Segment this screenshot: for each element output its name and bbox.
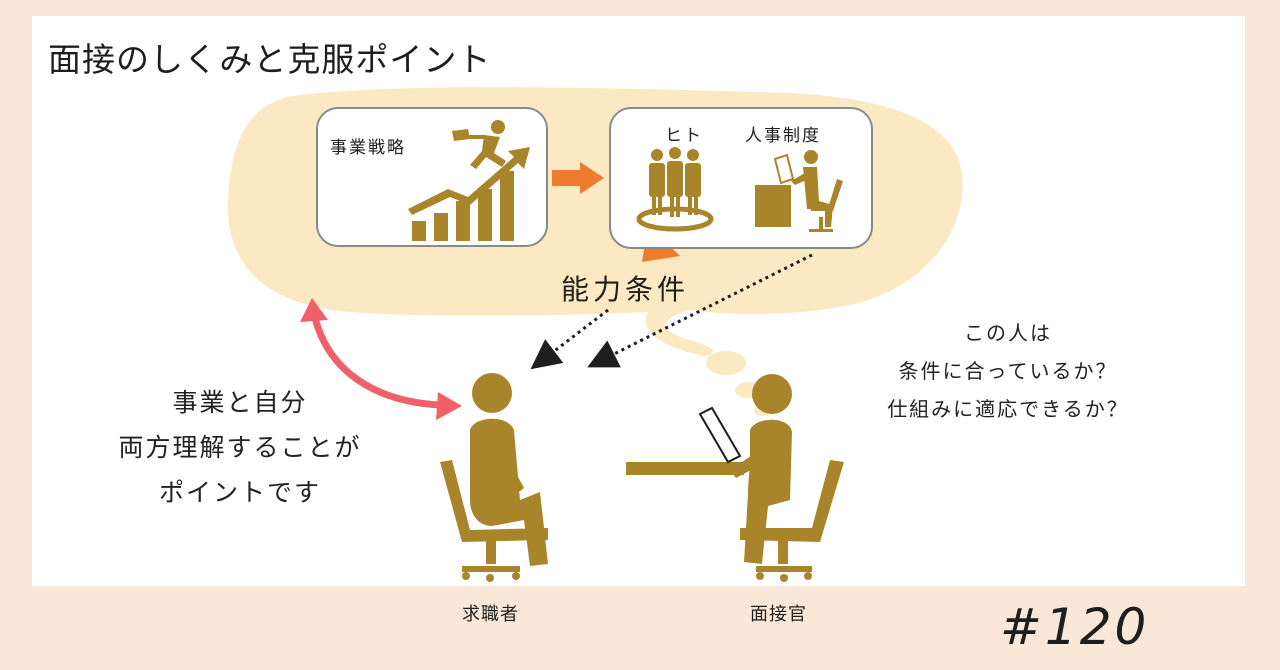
people-hr-box: ヒト 人事制度 — [609, 107, 873, 249]
strategy-label: 事業戦略 — [330, 138, 406, 158]
interviewer-thought-line-2: 条件に合っているか？ — [898, 359, 1118, 383]
applicant-note: 事業と自分 両方理解することが ポイントです — [60, 380, 420, 515]
group-of-people-icon — [636, 147, 714, 232]
laptop-icon — [698, 406, 742, 464]
red-double-arrow — [300, 298, 462, 420]
interviewer-thought: この人は 条件に合っているか？ 仕組みに適応できるか？ — [858, 314, 1158, 428]
applicant-note-line-1: 事業と自分 — [172, 388, 308, 417]
applicant-figure-icon — [440, 373, 548, 582]
episode-number: #120 — [1000, 598, 1150, 656]
dotted-arrow-hr-to-applicant — [587, 253, 813, 368]
thought-bubble-large — [706, 351, 746, 375]
growth-chart-icon — [408, 147, 530, 241]
interviewer-thought-line-3: 仕組みに適応できるか？ — [887, 397, 1129, 421]
interviewer-thought-line-1: この人は — [964, 321, 1052, 345]
running-businessman-icon — [452, 120, 506, 169]
people-label: ヒト — [665, 126, 703, 146]
table — [626, 462, 744, 475]
page-title: 面接のしくみと克服ポイント — [48, 40, 492, 79]
ability-condition-label: 能力条件 — [561, 273, 690, 306]
desk-worker-icon — [755, 150, 843, 232]
applicant-role-label: 求職者 — [462, 604, 519, 625]
arrow-strategy-to-people — [552, 162, 604, 194]
applicant-note-line-3: ポイントです — [158, 478, 321, 507]
interviewer-figure-icon — [730, 374, 844, 582]
dotted-arrow-ability-to-applicant — [530, 308, 609, 370]
strategy-box: 事業戦略 — [316, 107, 548, 247]
hr-system-label: 人事制度 — [745, 126, 821, 146]
applicant-note-line-2: 両方理解することが — [118, 433, 362, 462]
interviewer-role-label: 面接官 — [750, 604, 807, 625]
